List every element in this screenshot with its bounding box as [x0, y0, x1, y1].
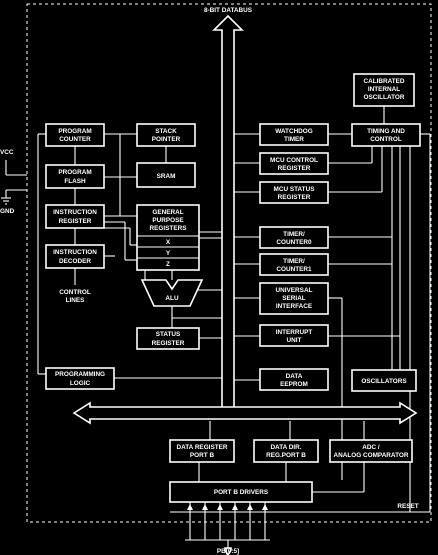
pin-arrows [187, 504, 268, 510]
svg-text:OSCILLATORS: OSCILLATORS [361, 378, 407, 385]
sram: SRAM [136, 162, 196, 188]
data-register-port-b: DATA REGISTER PORT B [169, 439, 235, 463]
svg-text:TIMER/: TIMER/ [283, 258, 305, 265]
interrupt-unit: INTERRUPT UNIT [259, 324, 329, 347]
svg-text:DECODER: DECODER [59, 258, 91, 265]
svg-text:SRAM: SRAM [157, 173, 176, 180]
register-x: X [166, 239, 171, 246]
svg-text:MCU STATUS: MCU STATUS [274, 186, 316, 193]
databus-vertical [212, 14, 244, 409]
svg-text:PURPOSE: PURPOSE [152, 217, 184, 224]
svg-text:EEPROM: EEPROM [280, 381, 308, 388]
svg-text:CALIBRATED: CALIBRATED [363, 78, 404, 85]
svg-text:SERIAL: SERIAL [282, 295, 306, 302]
svg-text:INTERRUPT: INTERRUPT [276, 329, 313, 336]
svg-text:MCU CONTROL: MCU CONTROL [270, 157, 318, 164]
timing-and-control: TIMING AND CONTROL [351, 123, 421, 147]
svg-text:PROGRAM: PROGRAM [58, 128, 91, 135]
svg-text:PORT B DRIVERS: PORT B DRIVERS [214, 489, 269, 496]
universal-serial-interface: UNIVERSAL SERIAL INTERFACE [259, 282, 329, 315]
svg-text:REGISTER: REGISTER [59, 218, 92, 225]
svg-text:REG.PORT B: REG.PORT B [266, 452, 306, 459]
timer-counter1: TIMER/ COUNTER1 [259, 253, 329, 276]
svg-text:ADC /: ADC / [362, 444, 380, 451]
programming-logic: PROGRAMMING LOGIC [45, 367, 115, 390]
pin-bus-arrow [224, 547, 232, 555]
svg-text:TIMING AND: TIMING AND [367, 128, 405, 135]
svg-text:PORT B: PORT B [190, 452, 215, 459]
svg-text:COUNTER1: COUNTER1 [276, 266, 312, 273]
svg-text:COUNTER: COUNTER [59, 136, 91, 143]
svg-text:TIMER/: TIMER/ [283, 231, 305, 238]
svg-text:DATA DIR.: DATA DIR. [270, 444, 301, 451]
svg-text:REGISTERS: REGISTERS [150, 225, 188, 232]
svg-text:INTERFACE: INTERFACE [276, 303, 313, 310]
connection-lines [1, 106, 431, 548]
program-flash: PROGRAM FLASH [45, 164, 105, 189]
svg-text:DATA: DATA [286, 373, 303, 380]
svg-text:CONTROL: CONTROL [370, 136, 402, 143]
svg-text:UNIVERSAL: UNIVERSAL [276, 287, 313, 294]
databus-horizontal [72, 401, 418, 425]
svg-text:LINES: LINES [66, 297, 86, 304]
svg-text:OSCILLATOR: OSCILLATOR [364, 94, 405, 101]
data-dir-register-port-b: DATA DIR. REG.PORT B [253, 439, 319, 463]
timer-counter0: TIMER/ COUNTER0 [259, 226, 329, 249]
register-y: Y [166, 250, 171, 257]
svg-text:UNIT: UNIT [287, 337, 302, 344]
stack-pointer: STACK POINTER [136, 123, 196, 147]
svg-text:REGISTER: REGISTER [152, 340, 185, 347]
vcc-label: VCC [0, 149, 14, 156]
general-purpose-registers: GENERAL PURPOSE REGISTERS X Y Z [136, 204, 200, 271]
chip-boundary [26, 3, 432, 523]
mcu-status-register: MCU STATUS REGISTER [259, 181, 329, 204]
svg-text:PROGRAMMING: PROGRAMMING [55, 371, 105, 378]
mcu-control-register: MCU CONTROL REGISTER [259, 152, 329, 175]
svg-text:COUNTER0: COUNTER0 [276, 239, 312, 246]
svg-text:FLASH: FLASH [64, 178, 86, 185]
control-lines-label: CONTROL LINES [59, 289, 91, 304]
svg-text:POINTER: POINTER [152, 136, 181, 143]
svg-text:STATUS: STATUS [156, 331, 181, 338]
instruction-register: INSTRUCTION REGISTER [45, 204, 105, 229]
register-z: Z [166, 261, 170, 268]
instruction-decoder: INSTRUCTION DECODER [45, 244, 105, 269]
status-register: STATUS REGISTER [136, 327, 200, 350]
port-b-drivers: PORT B DRIVERS [169, 481, 313, 503]
svg-text:PROGRAM: PROGRAM [58, 169, 91, 176]
program-counter: PROGRAM COUNTER [45, 123, 105, 147]
svg-text:CONTROL: CONTROL [59, 289, 91, 296]
databus-label: 8-BIT DATABUS [204, 7, 253, 14]
svg-text:GENERAL: GENERAL [152, 209, 183, 216]
svg-text:ANALOG COMPARATOR: ANALOG COMPARATOR [334, 452, 409, 459]
calibrated-internal-oscillator: CALIBRATED INTERNAL OSCILLATOR [353, 73, 415, 107]
svg-text:STACK: STACK [155, 128, 177, 135]
watchdog-timer: WATCHDOG TIMER [259, 123, 329, 146]
pins-label: PB[0:5] [217, 548, 239, 555]
svg-text:REGISTER: REGISTER [278, 194, 311, 201]
svg-text:INSTRUCTION: INSTRUCTION [53, 209, 97, 216]
svg-text:ALU: ALU [165, 295, 179, 302]
data-eeprom: DATA EEPROM [259, 368, 329, 391]
reset-label: RESET [397, 503, 418, 510]
svg-text:LOGIC: LOGIC [70, 380, 91, 387]
oscillators: OSCILLATORS [351, 369, 417, 392]
alu: ALU [140, 279, 204, 307]
svg-text:INTERNAL: INTERNAL [368, 86, 400, 93]
svg-text:TIMER: TIMER [284, 136, 304, 143]
svg-text:WATCHDOG: WATCHDOG [275, 128, 313, 135]
svg-text:DATA REGISTER: DATA REGISTER [176, 444, 227, 451]
svg-text:REGISTER: REGISTER [278, 165, 311, 172]
gnd-label: GND [0, 208, 15, 215]
svg-text:INSTRUCTION: INSTRUCTION [53, 249, 97, 256]
adc-analog-comparator: ADC / ANALOG COMPARATOR [329, 439, 413, 463]
